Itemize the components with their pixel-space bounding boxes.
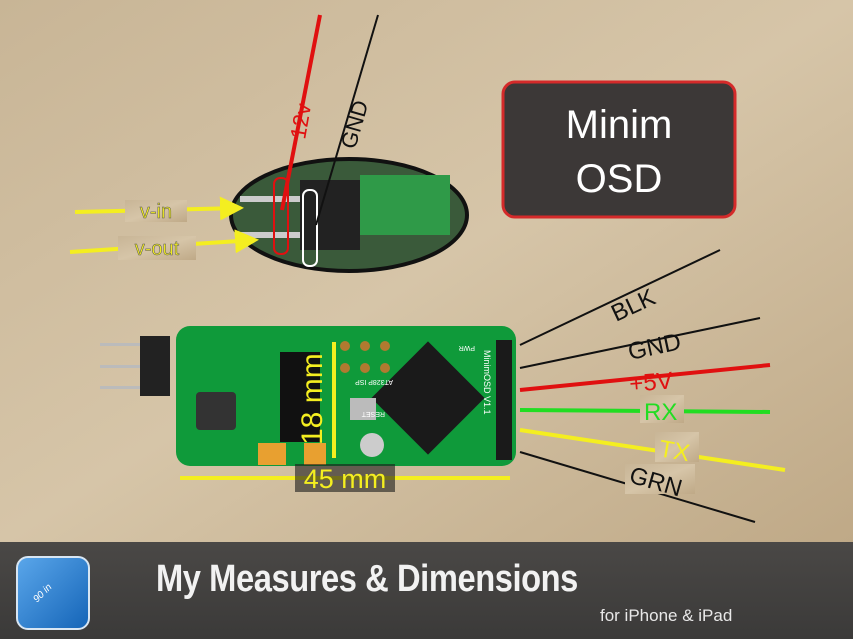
app-banner: 90 in My Measures & Dimensions for iPhon… [0, 542, 853, 639]
title-line1: Minim [566, 103, 673, 147]
height-dimension-label: 18 mm [296, 353, 329, 445]
pin-label-5v: +5V [628, 367, 674, 398]
title-line2: OSD [576, 157, 663, 201]
board-pwr-label: PWR [459, 344, 475, 351]
v-out-label: v-out [135, 238, 180, 260]
app-icon-label: 90 in [31, 581, 55, 606]
pin-label-tx: TX [657, 435, 692, 467]
app-title: My Measures & Dimensions [156, 558, 578, 600]
v-in-label: v-in [140, 201, 172, 223]
pin-label-rx: RX [644, 399, 677, 426]
title-box: Minim OSD [501, 80, 737, 219]
board-reset-label: RESET [361, 410, 385, 417]
width-dimension-label: 45 mm [304, 464, 387, 494]
app-subtitle: for iPhone & iPad [600, 606, 733, 625]
app-icon: 90 in [16, 556, 90, 630]
board-chip-label: AT328P ISP [355, 378, 393, 385]
gnd-arrow [315, 14, 379, 226]
power-pin-inset [229, 157, 469, 273]
board-silk-label: MinimOSD V1.1 [482, 350, 492, 415]
12v-label: 12v [285, 102, 316, 141]
12v-arrow [280, 14, 322, 211]
annotated-photo: Minim OSD v-in v-out 12v GND MinimOSD V1… [0, 0, 853, 542]
minimosd-board: MinimOSD V1.1 AT328P ISP RESET PWR [100, 326, 516, 466]
